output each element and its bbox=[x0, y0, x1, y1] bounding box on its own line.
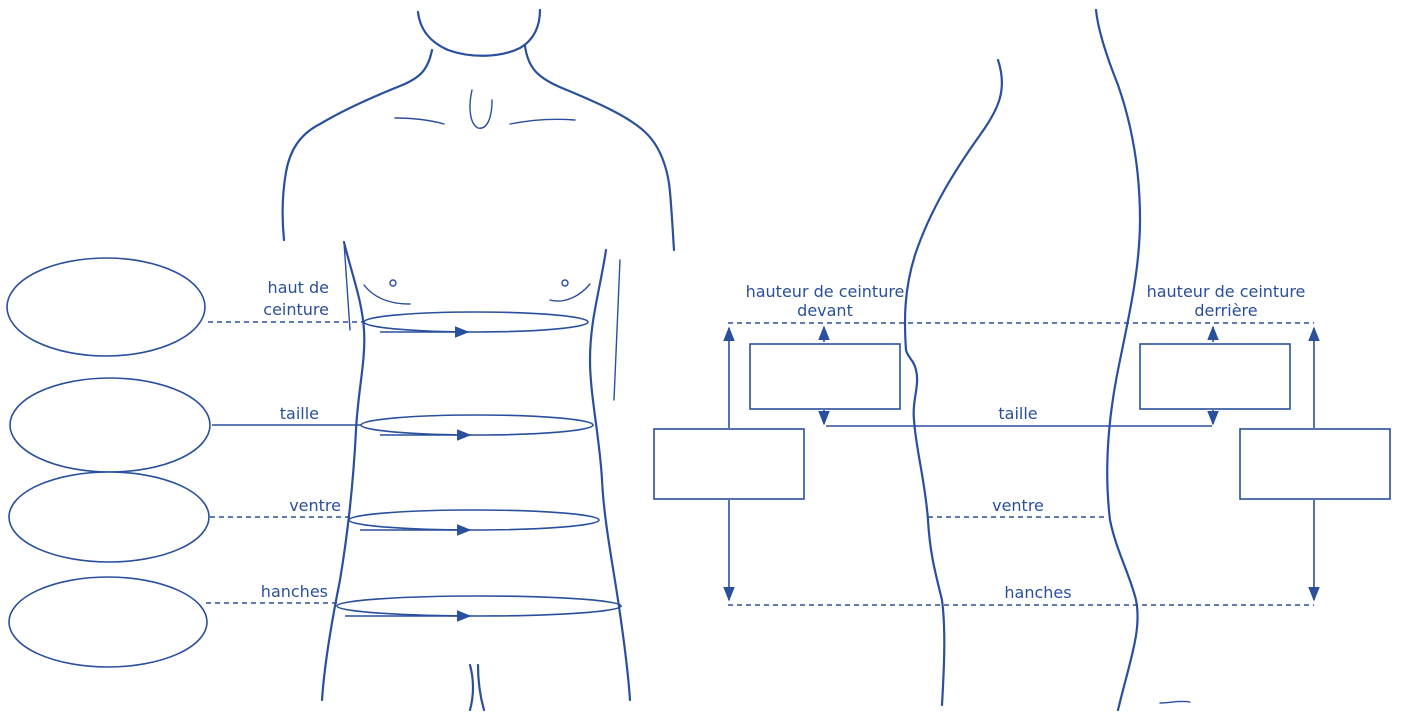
input-front-rise[interactable] bbox=[750, 344, 900, 409]
front-body-outline bbox=[283, 10, 674, 710]
input-ventre-front[interactable] bbox=[9, 472, 209, 562]
label-taille-front: taille bbox=[280, 404, 319, 423]
band-taille bbox=[361, 415, 593, 435]
label-hanches-front: hanches bbox=[261, 582, 328, 601]
input-back-rise[interactable] bbox=[1140, 344, 1290, 409]
front-leaders bbox=[206, 322, 365, 603]
label-hanches-side: hanches bbox=[1004, 583, 1071, 602]
band-ventre bbox=[349, 510, 599, 530]
band-hanches bbox=[337, 596, 621, 616]
input-hanches-front[interactable] bbox=[9, 577, 207, 667]
front-bands bbox=[337, 312, 621, 616]
label-taille-side: taille bbox=[998, 404, 1037, 423]
label-front-rise-line2: devant bbox=[797, 301, 853, 320]
input-total-rise-left[interactable] bbox=[654, 429, 804, 499]
label-back-rise-line2: derrière bbox=[1194, 301, 1257, 320]
input-taille-front[interactable] bbox=[10, 378, 210, 472]
label-ventre-side: ventre bbox=[992, 496, 1044, 515]
input-total-rise-right[interactable] bbox=[1240, 429, 1390, 499]
label-ventre-front: ventre bbox=[289, 496, 341, 515]
label-front-rise-line1: hauteur de ceinture bbox=[746, 282, 905, 301]
label-haut-ceinture-line2: ceinture bbox=[263, 300, 329, 319]
label-back-rise-line1: hauteur de ceinture bbox=[1147, 282, 1306, 301]
input-haut-ceinture[interactable] bbox=[7, 258, 205, 356]
label-haut-ceinture-line1: haut de bbox=[268, 278, 329, 297]
band-haut-ceinture bbox=[364, 312, 588, 332]
